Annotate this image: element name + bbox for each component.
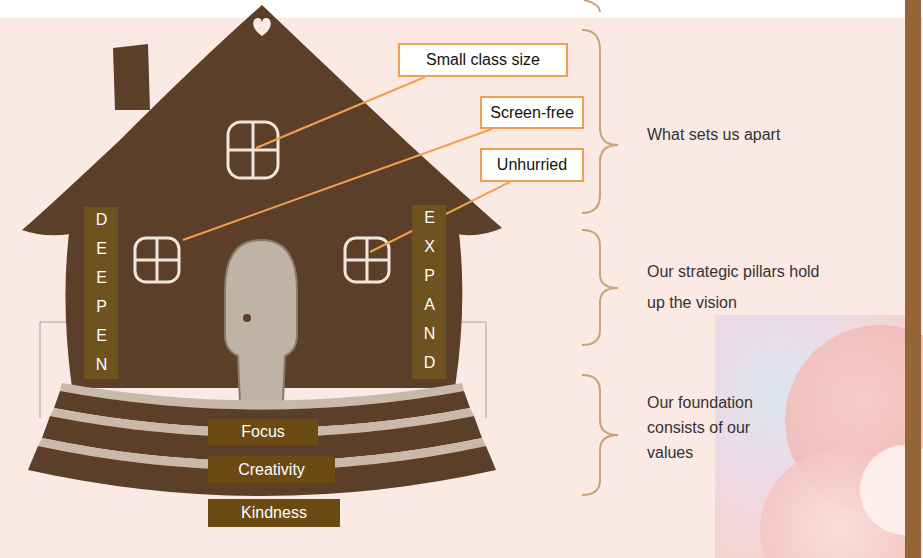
value-step: Focus <box>208 419 318 445</box>
annotation-text: Our foundation consists of our values <box>647 390 777 465</box>
node-text: Kindness <box>241 504 307 522</box>
annotation-text: Our strategic pillars hold up the vision <box>647 256 822 318</box>
pillar-band: EXPAND <box>412 205 446 379</box>
annotation-text: What sets us apart <box>647 124 847 146</box>
side-bar <box>905 0 921 558</box>
window <box>135 238 179 282</box>
curly-bracket <box>582 30 618 213</box>
node-text: Creativity <box>238 461 305 479</box>
pillar-band: DEEPEN <box>84 207 118 379</box>
curly-bracket <box>582 375 618 495</box>
heart-symbol <box>253 18 271 36</box>
leader-line <box>256 77 425 148</box>
curly-bracket <box>582 230 618 345</box>
window <box>345 238 389 282</box>
node-text: Small class size <box>426 51 540 69</box>
node-text: Screen-free <box>490 104 574 122</box>
bracket-tail <box>584 0 600 12</box>
window <box>228 122 278 178</box>
feature-callout: Small class size <box>398 43 568 77</box>
house-roof <box>22 5 502 235</box>
node-text: EXPAND <box>421 209 437 383</box>
door-knob <box>243 314 251 322</box>
node-text: Focus <box>241 423 285 441</box>
value-step: Kindness <box>208 499 340 527</box>
feature-callout: Screen-free <box>480 96 584 129</box>
chimney <box>113 44 150 110</box>
steps <box>28 383 496 496</box>
door <box>225 240 297 402</box>
feature-callout: Unhurried <box>480 148 584 182</box>
value-step: Creativity <box>208 456 335 483</box>
node-text: DEEPEN <box>93 211 109 385</box>
top-strip <box>0 0 923 18</box>
node-text: Unhurried <box>497 156 567 174</box>
